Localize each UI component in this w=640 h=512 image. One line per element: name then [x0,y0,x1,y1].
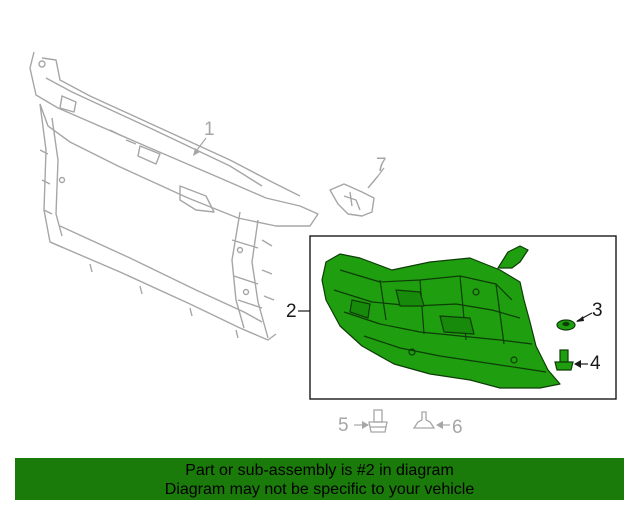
clip-part-3 [556,319,576,331]
bolt-part-5 [368,409,388,433]
under-cover-part-2 [321,253,561,389]
banner-line-2: Diagram may not be specific to your vehi… [164,481,475,498]
callout-2[interactable]: 2 [286,301,297,322]
arrow-6 [436,421,443,429]
callout-5[interactable]: 5 [338,415,349,436]
parts-diagram [29,51,617,433]
under-cover-bracket [497,245,529,269]
leader-7 [377,167,385,177]
arrow-4 [574,360,581,368]
arrow-1 [193,148,200,156]
callout-4[interactable]: 4 [590,353,601,374]
part-2-highlight-box [309,235,617,400]
radiator-support-frame [29,51,319,341]
callout-3[interactable]: 3 [592,300,603,321]
arrow-5 [362,421,369,429]
callout-7[interactable]: 7 [376,155,387,176]
callout-1[interactable]: 1 [204,119,215,140]
banner-line-1: Part or sub-assembly is #2 in diagram [185,462,454,479]
callout-6[interactable]: 6 [452,417,463,438]
info-banner: Part or sub-assembly is #2 in diagram Di… [15,458,624,500]
arrow-3 [576,316,584,322]
bracket-part-7 [329,175,379,217]
bolt-part-4 [554,349,574,371]
clip-part-6 [412,411,436,429]
